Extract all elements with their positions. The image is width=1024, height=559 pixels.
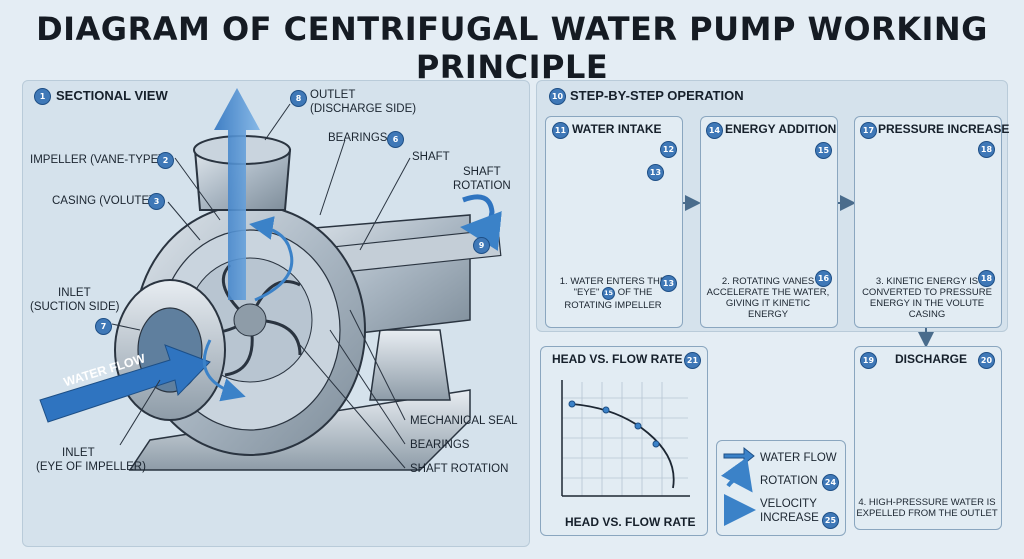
head-flow-chart-card bbox=[540, 346, 708, 536]
inlet-eye-label: INLET bbox=[62, 447, 95, 459]
water-intake-title: WATER INTAKE bbox=[572, 122, 662, 136]
energy-addition-title: ENERGY ADDITION bbox=[725, 122, 837, 136]
outlet-flow-arrow bbox=[214, 88, 260, 300]
chart-xlabel: HEAD VS. FLOW RATE bbox=[565, 515, 696, 529]
energy-text: 2. ROTATING VANES ACCELERATE THE WATER, … bbox=[706, 276, 830, 320]
pressure-increase-title: PRESSURE INCREASE bbox=[878, 122, 1010, 136]
mechanical-seal-label: MECHANICAL SEAL bbox=[410, 415, 518, 427]
bearings-top-label: BEARINGS bbox=[328, 132, 388, 144]
pressure-increase-card bbox=[854, 116, 1002, 328]
head-curve bbox=[571, 403, 675, 489]
discharge-badge: 19 bbox=[860, 352, 877, 369]
chart-badge: 21 bbox=[684, 352, 701, 369]
outlet-badge: 8 bbox=[290, 90, 307, 107]
bearings-top-badge: 6 bbox=[387, 131, 404, 148]
pressure-text-badge: 18 bbox=[978, 270, 995, 287]
energy-text-badge: 16 bbox=[815, 270, 832, 287]
intake-badge-13: 13 bbox=[647, 164, 664, 181]
discharge-card bbox=[854, 346, 1002, 530]
rotation-legend-icon bbox=[721, 457, 753, 493]
discharge-badge-20: 20 bbox=[978, 352, 995, 369]
chart-title: HEAD VS. FLOW RATE bbox=[552, 352, 683, 366]
discharge-title: DISCHARGE bbox=[895, 352, 968, 366]
curve-point bbox=[602, 406, 610, 414]
casing-label: CASING (VOLUTE) bbox=[52, 195, 153, 207]
pressure-badge-18: 18 bbox=[978, 141, 995, 158]
head-flow-chart bbox=[561, 380, 690, 497]
curve-point bbox=[634, 422, 642, 430]
water-flow-legend-icon bbox=[723, 446, 755, 466]
casing-badge: 3 bbox=[148, 193, 165, 210]
legend-icons bbox=[721, 446, 756, 526]
legend-rotation-badge: 24 bbox=[822, 474, 839, 491]
intake-text: 1. WATER ENTERS THE "EYE" 15 OF THE ROTA… bbox=[559, 276, 667, 311]
outlet-label-sub: (DISCHARGE SIDE) bbox=[310, 103, 417, 115]
inlet-eye-label-sub: (EYE OF IMPELLER) bbox=[36, 461, 146, 473]
legend-velocity-sub: INCREASE bbox=[760, 512, 819, 524]
page-title: DIAGRAM OF CENTRIFUGAL WATER PUMP WORKIN… bbox=[36, 10, 988, 86]
pressure-text: 3. KINETIC ENERGY IS CONVERTED TO PRESSU… bbox=[862, 276, 992, 320]
inlet-suction-label-sub: (SUCTION SIDE) bbox=[30, 301, 120, 313]
legend-rotation: ROTATION bbox=[760, 475, 818, 487]
inlet-suction-label: INLET bbox=[58, 287, 91, 299]
bearing-pedestal bbox=[369, 329, 451, 401]
shaft-rotation-badge: 9 bbox=[473, 237, 490, 254]
energy-badge-15: 15 bbox=[815, 142, 832, 159]
legend-velocity-badge: 25 bbox=[822, 512, 839, 529]
water-intake-badge: 11 bbox=[552, 122, 569, 139]
pressure-increase-badge: 17 bbox=[860, 122, 877, 139]
bearings-bottom-label: BEARINGS bbox=[410, 439, 470, 451]
energy-addition-badge: 14 bbox=[706, 122, 723, 139]
water-flow-arrow bbox=[39, 344, 211, 423]
steps-header: STEP-BY-STEP OPERATION bbox=[570, 88, 744, 103]
steps-badge: 10 bbox=[549, 88, 566, 105]
impeller-badge: 2 bbox=[157, 152, 174, 169]
outlet-label: OUTLET bbox=[310, 89, 356, 101]
curve-point bbox=[652, 440, 660, 448]
shaft-rotation-bottom-label: SHAFT ROTATION bbox=[410, 463, 509, 475]
sectional-view-header: SECTIONAL VIEW bbox=[56, 88, 168, 103]
legend-water-flow: WATER FLOW bbox=[760, 452, 837, 464]
intake-badge-12: 12 bbox=[660, 141, 677, 158]
intake-inline-badge: 15 bbox=[602, 287, 616, 300]
shaft-label: SHAFT bbox=[412, 151, 450, 163]
intake-text-badge: 13 bbox=[660, 275, 677, 292]
shaft-rotation-label: SHAFT bbox=[463, 166, 501, 178]
sectional-view-badge: 1 bbox=[34, 88, 51, 105]
curve-point bbox=[568, 400, 576, 408]
impeller-label: IMPELLER (VANE-TYPE) bbox=[30, 154, 163, 166]
shaft-rotation-label-sub: ROTATION bbox=[453, 180, 511, 192]
discharge-text: 4. HIGH-PRESSURE WATER IS EXPELLED FROM … bbox=[856, 497, 998, 519]
inlet-suction-badge: 7 bbox=[95, 318, 112, 335]
legend-velocity: VELOCITY bbox=[760, 498, 817, 510]
